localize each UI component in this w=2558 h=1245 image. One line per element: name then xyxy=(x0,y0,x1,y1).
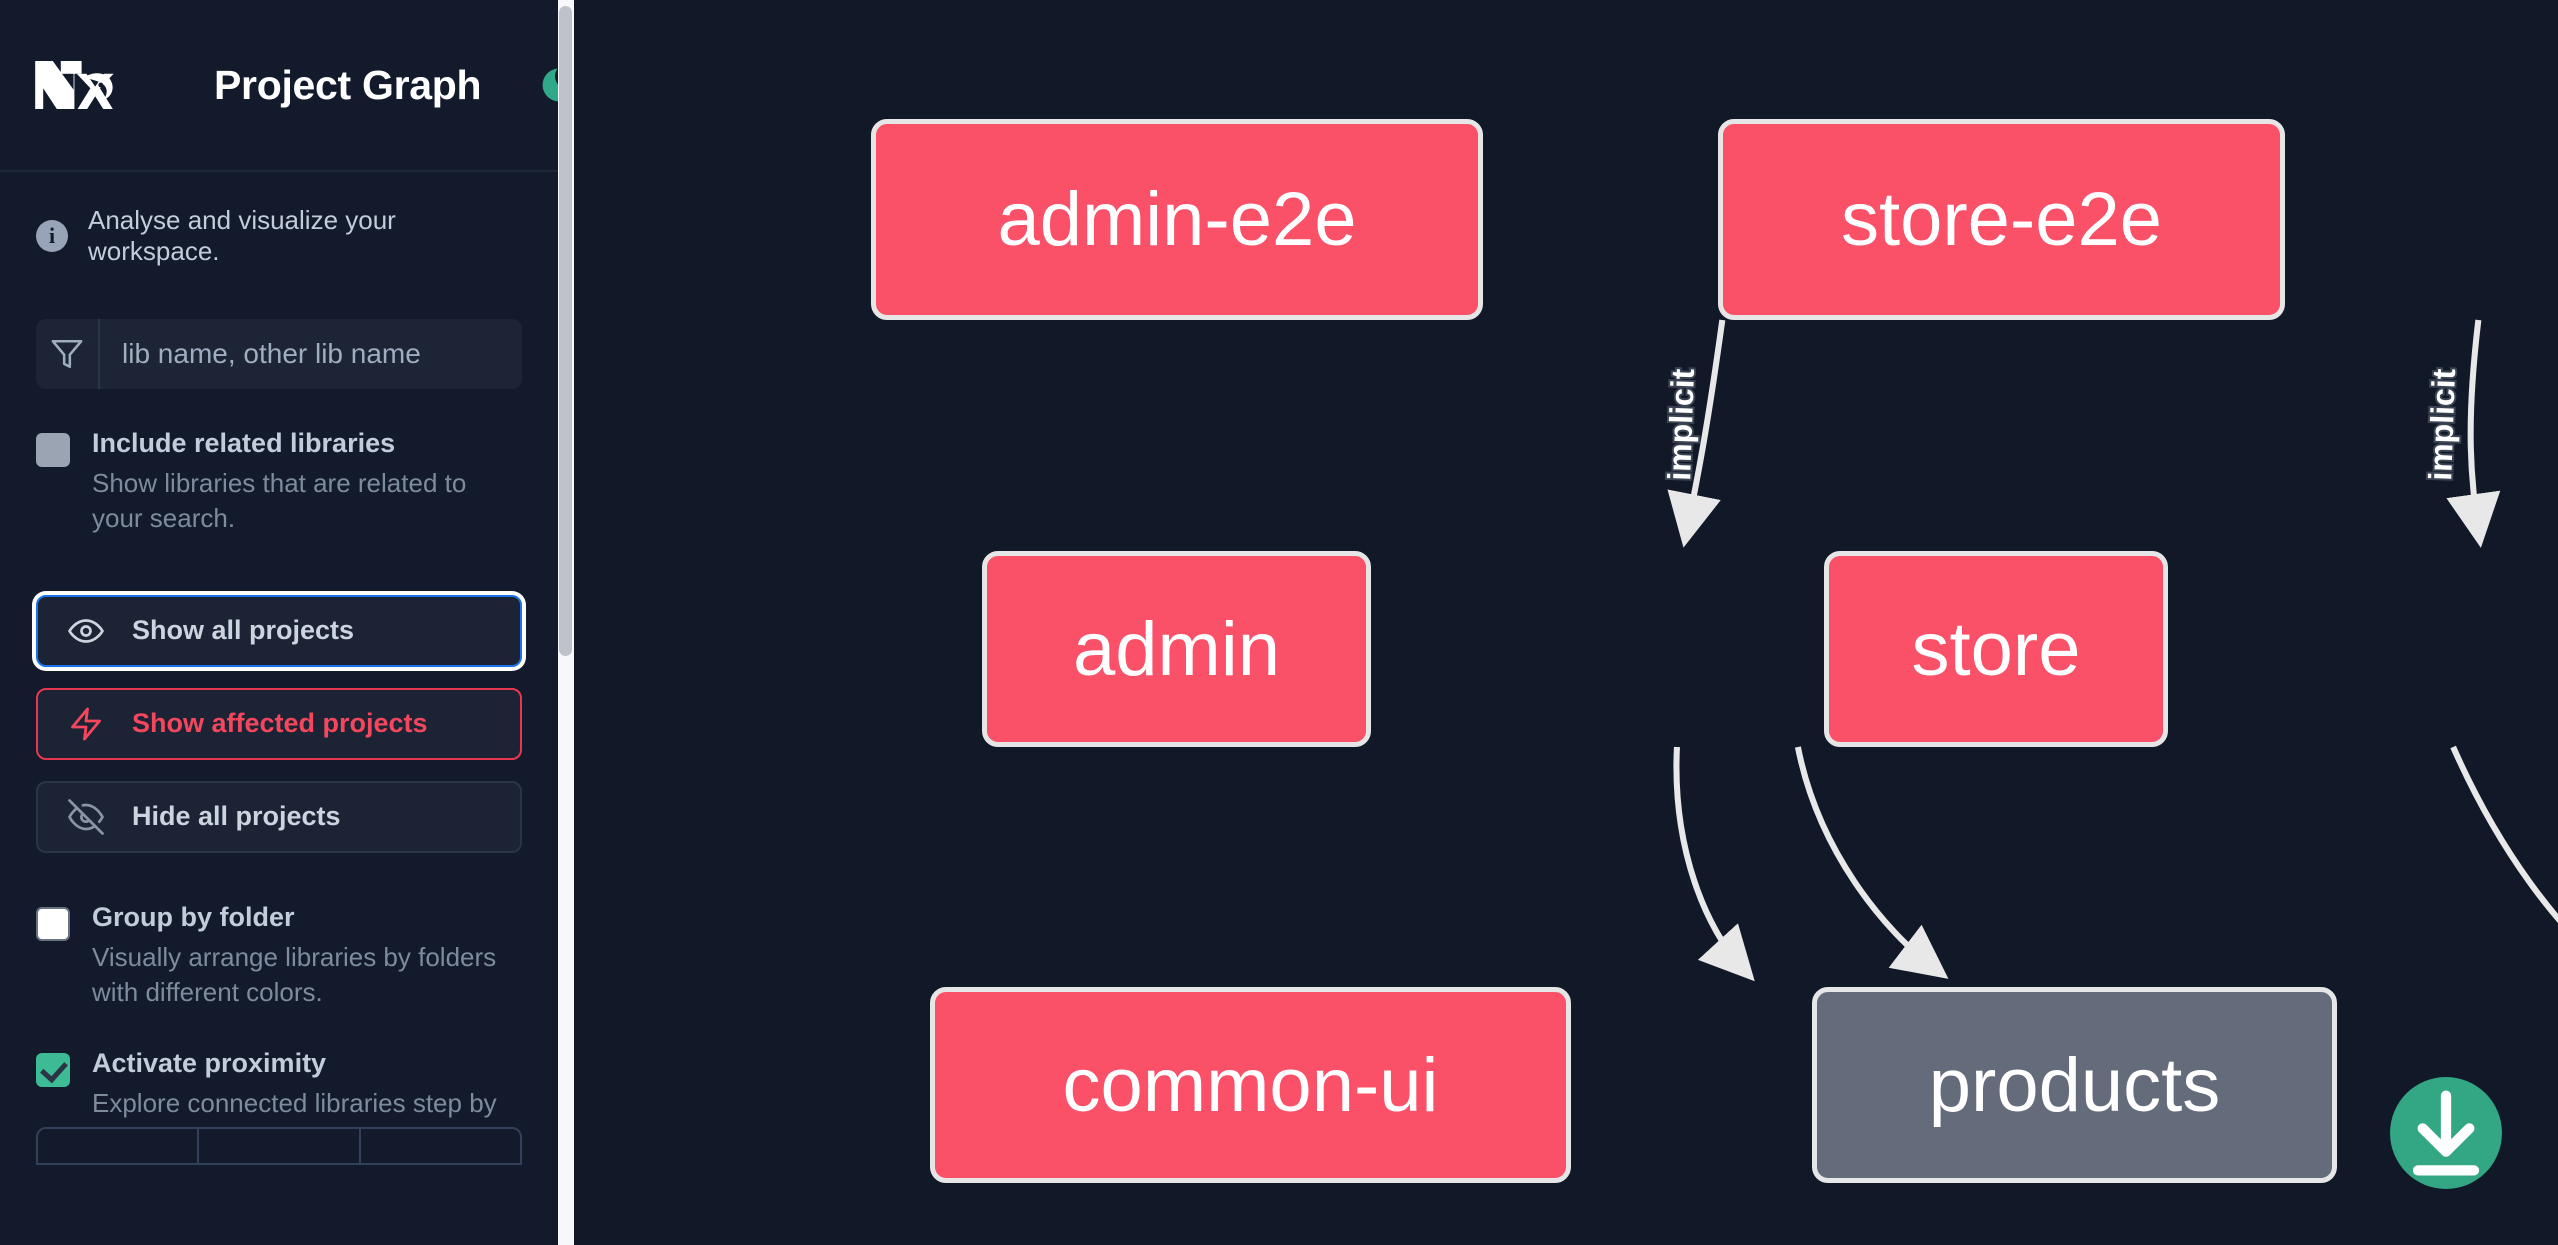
tagline-text: Analyse and visualize your workspace. xyxy=(88,205,396,266)
show-all-projects-label: Show all projects xyxy=(132,615,355,646)
graph-node-admin-e2e-label: admin-e2e xyxy=(997,177,1357,262)
graph-node-store-e2e[interactable]: store-e2e xyxy=(1718,119,2285,320)
show-all-projects-button[interactable]: Show all projects xyxy=(36,594,522,667)
graph-node-admin-e2e[interactable]: admin-e2e xyxy=(871,119,1483,320)
edge-label-implicit-store: implicit xyxy=(2422,368,2462,481)
checkbox-include-related-libraries[interactable]: Include related libraries Show libraries… xyxy=(36,427,522,537)
eye-icon xyxy=(68,613,104,649)
checkbox-activate-proximity-box[interactable] xyxy=(36,1052,70,1087)
page-title: Project Graph xyxy=(214,61,482,108)
edge-store-to-products xyxy=(2450,745,2558,923)
eye-off-icon xyxy=(68,799,104,835)
checkbox-group-by-folder[interactable]: Group by folder Visually arrange librari… xyxy=(36,901,522,1011)
download-button[interactable] xyxy=(2390,1077,2502,1189)
nx-logo xyxy=(35,61,114,109)
graph-node-store[interactable]: store xyxy=(1824,551,2168,747)
hide-all-projects-button[interactable]: Hide all projects xyxy=(36,780,522,853)
proximity-stepper-group[interactable] xyxy=(36,1126,522,1165)
search-input[interactable] xyxy=(100,319,522,389)
checkbox-activate-proximity-label: Activate proximity xyxy=(92,1047,327,1078)
show-affected-projects-label: Show affected projects xyxy=(132,708,428,739)
funnel-icon xyxy=(36,319,100,389)
edge-admin-e2e-to-admin xyxy=(1667,319,1726,548)
eye-icon-glyph xyxy=(68,619,104,643)
filter-field[interactable] xyxy=(36,319,522,389)
graph-node-common-ui-label: common-ui xyxy=(1062,1042,1439,1128)
lightning-icon xyxy=(68,706,104,742)
edge-store-e2e-to-store xyxy=(2446,319,2501,548)
graph-node-store-label: store xyxy=(1911,606,2081,692)
info-icon: i xyxy=(36,220,68,252)
edge-admin-to-common-ui xyxy=(1673,746,1755,982)
sidebar-body: i Analyse and visualize your workspace. … xyxy=(0,205,558,1165)
hide-all-projects-label: Hide all projects xyxy=(132,801,341,832)
lightning-icon-glyph xyxy=(71,707,101,741)
graph-node-products-label: products xyxy=(1928,1042,2221,1128)
graph-node-admin-label: admin xyxy=(1073,606,1280,692)
graph-node-common-ui[interactable]: common-ui xyxy=(930,987,1571,1183)
graph-edges: implicit implicit xyxy=(1659,319,2558,982)
graph-node-store-e2e-label: store-e2e xyxy=(1840,177,2163,262)
project-visibility-buttons: Show all projects Show affected projects xyxy=(36,594,522,853)
proximity-step-1[interactable] xyxy=(38,1128,200,1163)
graph-node-products[interactable]: products xyxy=(1812,987,2337,1183)
funnel-icon-glyph xyxy=(51,339,83,369)
sidebar: Project Graph i Analyse and visualize yo… xyxy=(0,0,558,1245)
download-icon xyxy=(2412,1090,2480,1176)
eye-off-icon-glyph xyxy=(68,799,104,835)
moon-icon-glyph xyxy=(542,68,558,102)
sidebar-header: Project Graph xyxy=(0,0,558,172)
proximity-step-2[interactable] xyxy=(199,1128,361,1163)
proximity-step-3[interactable] xyxy=(361,1129,520,1163)
sidebar-scrollbar-thumb[interactable] xyxy=(559,6,572,656)
checkbox-group-by-folder-box[interactable] xyxy=(36,906,70,941)
moon-icon[interactable] xyxy=(537,62,558,108)
checkbox-include-related-libraries-box[interactable] xyxy=(36,433,70,467)
edge-store-to-common-ui xyxy=(1794,746,1949,979)
edge-label-implicit-admin: implicit xyxy=(1661,368,1701,481)
checkbox-include-related-libraries-label: Include related libraries xyxy=(92,428,396,458)
checkbox-group-by-folder-label: Group by folder xyxy=(92,901,295,932)
tagline: i Analyse and visualize your workspace. xyxy=(36,205,522,267)
sidebar-scrollbar[interactable] xyxy=(558,0,574,1245)
show-affected-projects-button[interactable]: Show affected projects xyxy=(36,687,522,760)
checkbox-group-by-folder-description: Visually arrange libraries by folders wi… xyxy=(92,941,497,1008)
graph-node-admin[interactable]: admin xyxy=(982,551,1371,747)
graph-canvas[interactable]: implicit implicit admin-e2e store-e2e ad… xyxy=(558,0,2558,1245)
checkbox-include-related-libraries-description: Show libraries that are related to your … xyxy=(92,467,467,534)
